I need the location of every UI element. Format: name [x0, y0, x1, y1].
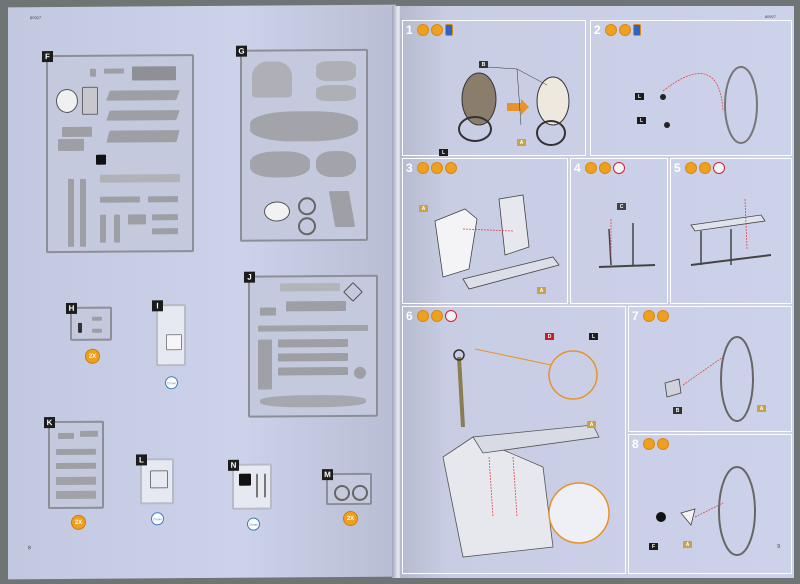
paint-icon [431, 162, 443, 174]
label-a: A [517, 139, 526, 146]
paint-icon [657, 310, 669, 322]
step-number: 4 [574, 161, 581, 175]
step-2: 2 L L [590, 20, 792, 156]
step-number: 8 [632, 437, 639, 451]
sprue-l-chrome-badge: Chrom [151, 512, 164, 526]
sprue-n-chrome-badge: Chrom [247, 517, 260, 531]
label-b: B [479, 61, 488, 68]
right-page: 80927 1 B L A 2 [400, 6, 794, 578]
left-page-code: 80927 [30, 15, 42, 21]
label-d: D [545, 333, 554, 340]
label-a: A [537, 287, 546, 294]
sprue-l: L [136, 454, 174, 505]
right-page-number: 9 [777, 544, 780, 550]
left-page: 80927 F G [8, 4, 396, 580]
sprue-j: J [244, 271, 378, 418]
step-6: 6 D L A [402, 306, 626, 574]
paint-tin-icon [613, 162, 625, 174]
label-a: A [757, 405, 766, 412]
step-number: 5 [674, 161, 681, 175]
step-4: 4 C [570, 158, 668, 304]
step-1: 1 B L A [402, 20, 586, 156]
step-4-drawing [598, 219, 656, 268]
step-number: 1 [406, 23, 413, 37]
sprue-i: I [152, 300, 186, 367]
sprue-label-k: K [44, 417, 55, 429]
paint-pot-icon [445, 24, 453, 36]
sprue-i-chrome-badge: Chrom [165, 376, 178, 390]
sprue-label-h: H [66, 302, 77, 314]
sprue-m: M [322, 469, 372, 506]
glue-icon [643, 310, 655, 322]
right-page-code: 80927 [764, 14, 776, 19]
glue-icon [605, 24, 617, 36]
sprue-g: G [236, 45, 368, 242]
label-a: A [587, 421, 596, 428]
glue-icon [643, 438, 655, 450]
sprue-k: K [44, 417, 104, 510]
step-1-drawing [458, 66, 570, 146]
paint-icon [657, 438, 669, 450]
sprue-label-j: J [244, 271, 255, 283]
paint-tin-icon [713, 162, 725, 174]
sprue-label-n: N [228, 459, 239, 471]
glue-icon [685, 162, 697, 174]
glue-icon [417, 310, 429, 322]
sprue-label-f: F [42, 51, 53, 63]
step-5-drawing [690, 198, 772, 266]
step-7-drawing [664, 336, 754, 422]
sprue-label-l: L [136, 454, 147, 466]
sprue-label-g: G [236, 45, 247, 57]
sprue-k-quantity-badge: 2X [71, 514, 86, 530]
label-a: A [683, 541, 692, 548]
step-3: 3 A A [402, 158, 568, 304]
sprue-n: N [228, 459, 272, 510]
paint-icon [599, 162, 611, 174]
paint-icon [431, 24, 443, 36]
step-5: 5 [670, 158, 792, 304]
paint-icon [431, 310, 443, 322]
step-8: 8 F A [628, 434, 792, 574]
step-number: 7 [632, 309, 639, 323]
step-8-drawing [656, 466, 756, 556]
label-f: F [649, 543, 658, 550]
step-number: 3 [406, 161, 413, 175]
sprue-label-m: M [322, 469, 333, 481]
label-c: C [617, 203, 626, 210]
sprue-h-quantity-badge: 2X [85, 348, 100, 364]
step-2-drawing [660, 66, 758, 144]
glue-icon [585, 162, 597, 174]
glue-icon [417, 162, 429, 174]
step-7: 7 B A [628, 306, 792, 432]
label-a: A [419, 205, 428, 212]
paint-tin-icon [445, 310, 457, 322]
label-b: B [673, 407, 682, 414]
sprue-f: F [42, 51, 194, 254]
label-l: L [439, 149, 448, 156]
label-l: L [635, 93, 644, 100]
left-page-number: 8 [28, 545, 31, 552]
step-6-drawing [442, 348, 610, 558]
glue-icon [417, 24, 429, 36]
sprue-label-i: I [152, 300, 163, 312]
paint-pot-icon [633, 24, 641, 36]
brush-icon [445, 162, 457, 174]
paint-icon [619, 24, 631, 36]
sprue-m-quantity-badge: 2X [343, 510, 358, 527]
instruction-spread: 80927 F G [8, 4, 794, 580]
label-l: L [637, 117, 646, 124]
step-number: 2 [594, 23, 601, 37]
step-number: 6 [406, 309, 413, 323]
paint-icon [699, 162, 711, 174]
sprue-h: H [66, 302, 112, 341]
step-3-drawing [434, 194, 560, 290]
label-l: L [589, 333, 598, 340]
